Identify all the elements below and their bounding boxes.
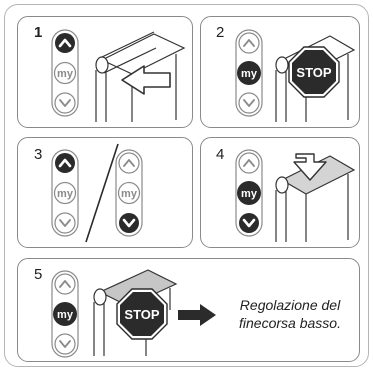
- stop-sign-icon: STOP: [116, 288, 168, 340]
- down-button: [238, 92, 260, 114]
- down-button: [54, 92, 76, 114]
- my-button: [117, 181, 141, 205]
- step-3-divider: [85, 143, 119, 243]
- my-button: [53, 181, 77, 205]
- down-button: [54, 212, 76, 234]
- caption-line-2: finecorsa basso.: [239, 315, 341, 331]
- chevron-up-icon: [59, 280, 71, 288]
- up-button: [55, 153, 75, 173]
- step-5-remote: my: [51, 270, 79, 358]
- arrow-icon: [121, 65, 171, 95]
- chevron-down-icon: [59, 99, 71, 107]
- step-2-number: 2: [216, 24, 225, 41]
- my-label: my: [57, 309, 74, 321]
- my-button: [237, 181, 261, 205]
- step-4-remote: my: [235, 149, 263, 237]
- step-5-caption: Regolazione del finecorsa basso.: [222, 296, 358, 332]
- chevron-down-icon: [242, 218, 256, 228]
- step-3-number: 3: [34, 146, 43, 163]
- chevron-up-icon: [123, 159, 135, 167]
- chevron-up-icon: [58, 38, 72, 48]
- my-label: my: [57, 68, 74, 80]
- my-label: my: [57, 188, 74, 200]
- chevron-down-icon: [122, 218, 136, 228]
- step-3-panel: [17, 137, 193, 248]
- roller-blind-icon: [93, 269, 178, 356]
- up-button: [54, 273, 76, 295]
- step-5-number: 5: [34, 266, 43, 283]
- my-label: my: [121, 188, 138, 200]
- my-label: my: [241, 188, 258, 200]
- down-button: [239, 213, 259, 233]
- my-button: [53, 61, 77, 85]
- step-1-number: 1: [34, 24, 43, 41]
- stop-label: STOP: [124, 307, 159, 322]
- step-4-number: 4: [216, 146, 225, 163]
- chevron-up-icon: [243, 39, 255, 47]
- step-3-remote-up: my: [51, 149, 79, 237]
- down-button: [54, 333, 76, 355]
- my-button: [237, 61, 261, 85]
- step-1-remote: my: [51, 29, 79, 117]
- up-button: [55, 33, 75, 53]
- stop-sign-icon: STOP: [288, 46, 340, 98]
- roller-blind-icon: [95, 31, 186, 122]
- roller-blind-icon: [275, 153, 356, 242]
- arrow-icon: [293, 153, 327, 181]
- stop-label: STOP: [296, 65, 331, 80]
- chevron-down-icon: [59, 340, 71, 348]
- chevron-down-icon: [59, 219, 71, 227]
- step-3-remote-down: my: [115, 149, 143, 237]
- chevron-up-icon: [58, 158, 72, 168]
- down-button: [119, 213, 139, 233]
- chevron-up-icon: [243, 159, 255, 167]
- arrow-icon: [178, 304, 216, 326]
- my-button: [53, 302, 77, 326]
- caption-line-1: Regolazione del: [239, 297, 341, 313]
- chevron-down-icon: [243, 99, 255, 107]
- up-button: [118, 152, 140, 174]
- up-button: [238, 32, 260, 54]
- up-button: [238, 152, 260, 174]
- step-2-remote: my: [235, 29, 263, 117]
- my-label: my: [241, 68, 258, 80]
